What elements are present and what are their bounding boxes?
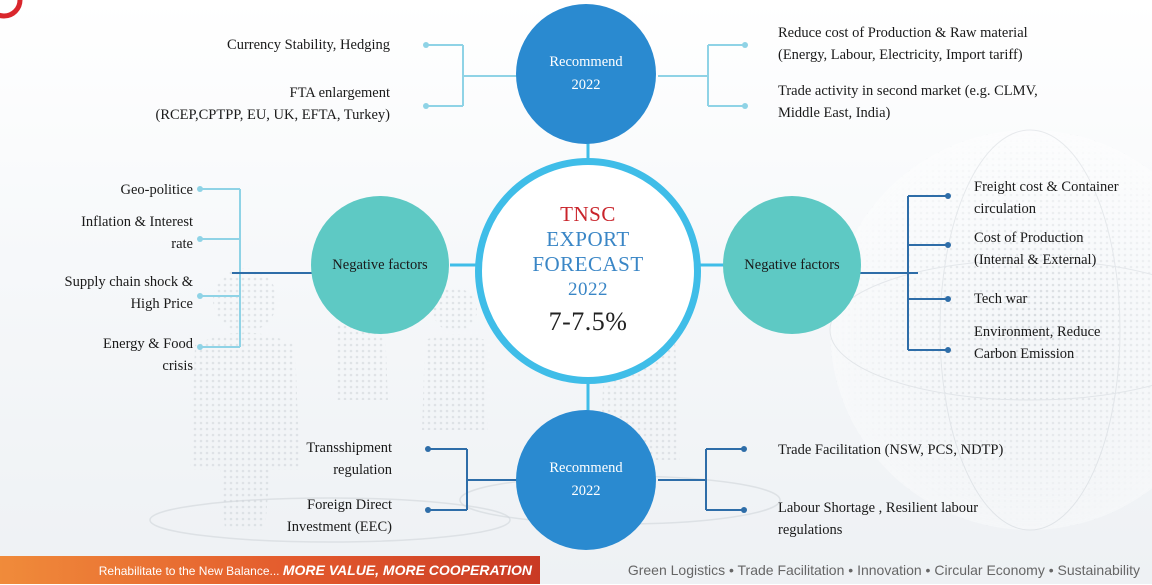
left-item-3-text2: High Price [130,296,193,312]
negative-factors-right-circle: Negative factors [723,196,861,334]
negative-factors-right-label: Negative factors [744,256,840,273]
top-right-item-1-text: Reduce cost of Production & Raw material [778,25,1028,41]
top-right-item-1: Reduce cost of Production & Raw material… [778,22,1028,66]
right-item-1: Freight cost & Container circulation [974,176,1119,220]
left-item-3: Supply chain shock & High Price [65,271,193,315]
top-left-item-1: Currency Stability, Hedging [227,34,390,56]
left-item-2: Inflation & Interest rate [81,211,193,255]
right-item-4-text: Environment, Reduce [974,324,1101,340]
bottom-left-item-2-text: Foreign Direct [307,497,392,513]
center-title-line1: TNSC [560,202,616,227]
right-item-4: Environment, Reduce Carbon Emission [974,321,1100,365]
footer-themes: Green Logistics • Trade Facilitation • I… [627,562,1140,578]
center-title-nsc: NSC [573,202,616,226]
bottom-right-item-2-text: Labour Shortage , Resilient labour [778,500,979,516]
right-item-3-text: Tech war [974,291,1028,307]
left-item-1: Geo-politice [121,179,193,201]
recommend-bottom-label: Recommend [549,460,623,476]
right-item-4-text2: Carbon Emission [974,346,1075,362]
center-title-t: T [560,202,574,226]
right-item-2-text: Cost of Production [974,230,1084,246]
left-item-1-text: Geo-politice [120,182,193,198]
center-title-line2: EXPORT [546,227,630,251]
recommend-top-year: 2022 [571,77,601,93]
bottom-left-item-2-text2: Investment (EEC) [286,519,392,535]
top-right-item-2-text2: Middle East, India) [778,105,891,121]
left-item-2-text: Inflation & Interest [81,214,193,230]
forecast-value: 7-7.5% [548,307,628,336]
left-item-4: Energy & Food crisis [103,333,193,377]
footer-slogan-prefix: Rehabilitate to the New Balance... [98,564,283,578]
right-item-2: Cost of Production (Internal & External) [974,227,1096,271]
right-item-1-text2: circulation [974,201,1037,217]
top-right-item-2-text: Trade activity in second market (e.g. CL… [778,83,1038,99]
top-right-item-2: Trade activity in second market (e.g. CL… [778,80,1038,124]
top-right-item-1-text2: (Energy, Labour, Electricity, Import tar… [778,47,1023,63]
bottom-left-item-1-text2: regulation [333,462,392,478]
top-left-item-2-text: FTA enlargement [289,85,390,101]
negative-factors-left-label: Negative factors [332,256,428,273]
left-item-4-text: Energy & Food [103,336,193,352]
right-item-3: Tech war [974,288,1027,310]
footer-slogan: Rehabilitate to the New Balance... MORE … [0,556,540,584]
bottom-right-item-1-text: Trade Facilitation (NSW, PCS, NDTP) [778,442,1004,458]
center-title-year: 2022 [568,279,608,300]
bottom-left-item-1-text: Transshipment [306,440,392,456]
center-title-line3: FORECAST [532,252,644,276]
globe-icon [829,129,1152,531]
bottom-right-item-1: Trade Facilitation (NSW, PCS, NDTP) [778,439,1003,461]
recommend-top-circle: Recommend 2022 [516,4,656,144]
bottom-left-item-1: Transshipment regulation [306,437,392,481]
recommend-bottom-circle: Recommend 2022 [516,410,656,550]
recommend-bottom-year: 2022 [571,483,601,499]
footer-bar: Rehabilitate to the New Balance... MORE … [0,556,1152,584]
recommend-top-label: Recommend [549,54,623,70]
top-left-item-2: FTA enlargement (RCEP,CPTPP, EU, UK, EFT… [155,82,390,126]
bottom-right-item-2-text2: regulations [778,522,843,538]
top-left-item-2-text2: (RCEP,CPTPP, EU, UK, EFTA, Turkey) [155,107,390,123]
left-item-3-text: Supply chain shock & [64,274,193,290]
logo-icon [0,0,23,19]
left-item-4-text2: crisis [162,358,193,374]
export-forecast-center-circle: TNSC EXPORT FORECAST 2022 7-7.5% [475,158,701,384]
bottom-right-item-2: Labour Shortage , Resilient labour regul… [778,497,978,541]
right-item-2-text2: (Internal & External) [974,252,1097,268]
left-item-2-text2: rate [171,236,193,252]
footer-slogan-emphasis: MORE VALUE, MORE COOPERATION [282,562,532,578]
right-item-1-text: Freight cost & Container [974,179,1119,195]
negative-factors-left-circle: Negative factors [311,196,449,334]
bottom-left-item-2: Foreign Direct Investment (EEC) [287,494,392,538]
top-left-item-1-text: Currency Stability, Hedging [227,37,390,53]
